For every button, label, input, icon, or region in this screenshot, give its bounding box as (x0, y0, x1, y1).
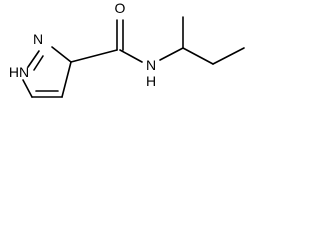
bond-c3-c4 (61, 61, 72, 98)
sec-butyl-group (159, 16, 245, 65)
atom-label-oxygen: O (115, 0, 126, 16)
atom-label-n-ring: N (33, 31, 43, 47)
atom-label-amide-h: H (146, 73, 156, 89)
bond-nh-n (27, 50, 40, 68)
bond-c3-carbonyl (70, 49, 118, 63)
chemical-structure: N HN O N H (9, 0, 245, 98)
bond-ch2-ch3 (212, 47, 245, 65)
carboxamide-group (70, 19, 143, 63)
bond-n-c3 (51, 46, 72, 63)
atom-label-amide-n: N (146, 57, 156, 73)
bond-nh-n-inner (33, 55, 44, 71)
pyrazole-ring (22, 46, 72, 98)
atom-label-nh-ring: HN (9, 64, 29, 80)
bond-n-ch (159, 47, 184, 61)
bond-ch-ch2 (182, 47, 214, 65)
bond-c5-nh (22, 79, 33, 98)
bond-carbonyl-n (119, 49, 143, 63)
